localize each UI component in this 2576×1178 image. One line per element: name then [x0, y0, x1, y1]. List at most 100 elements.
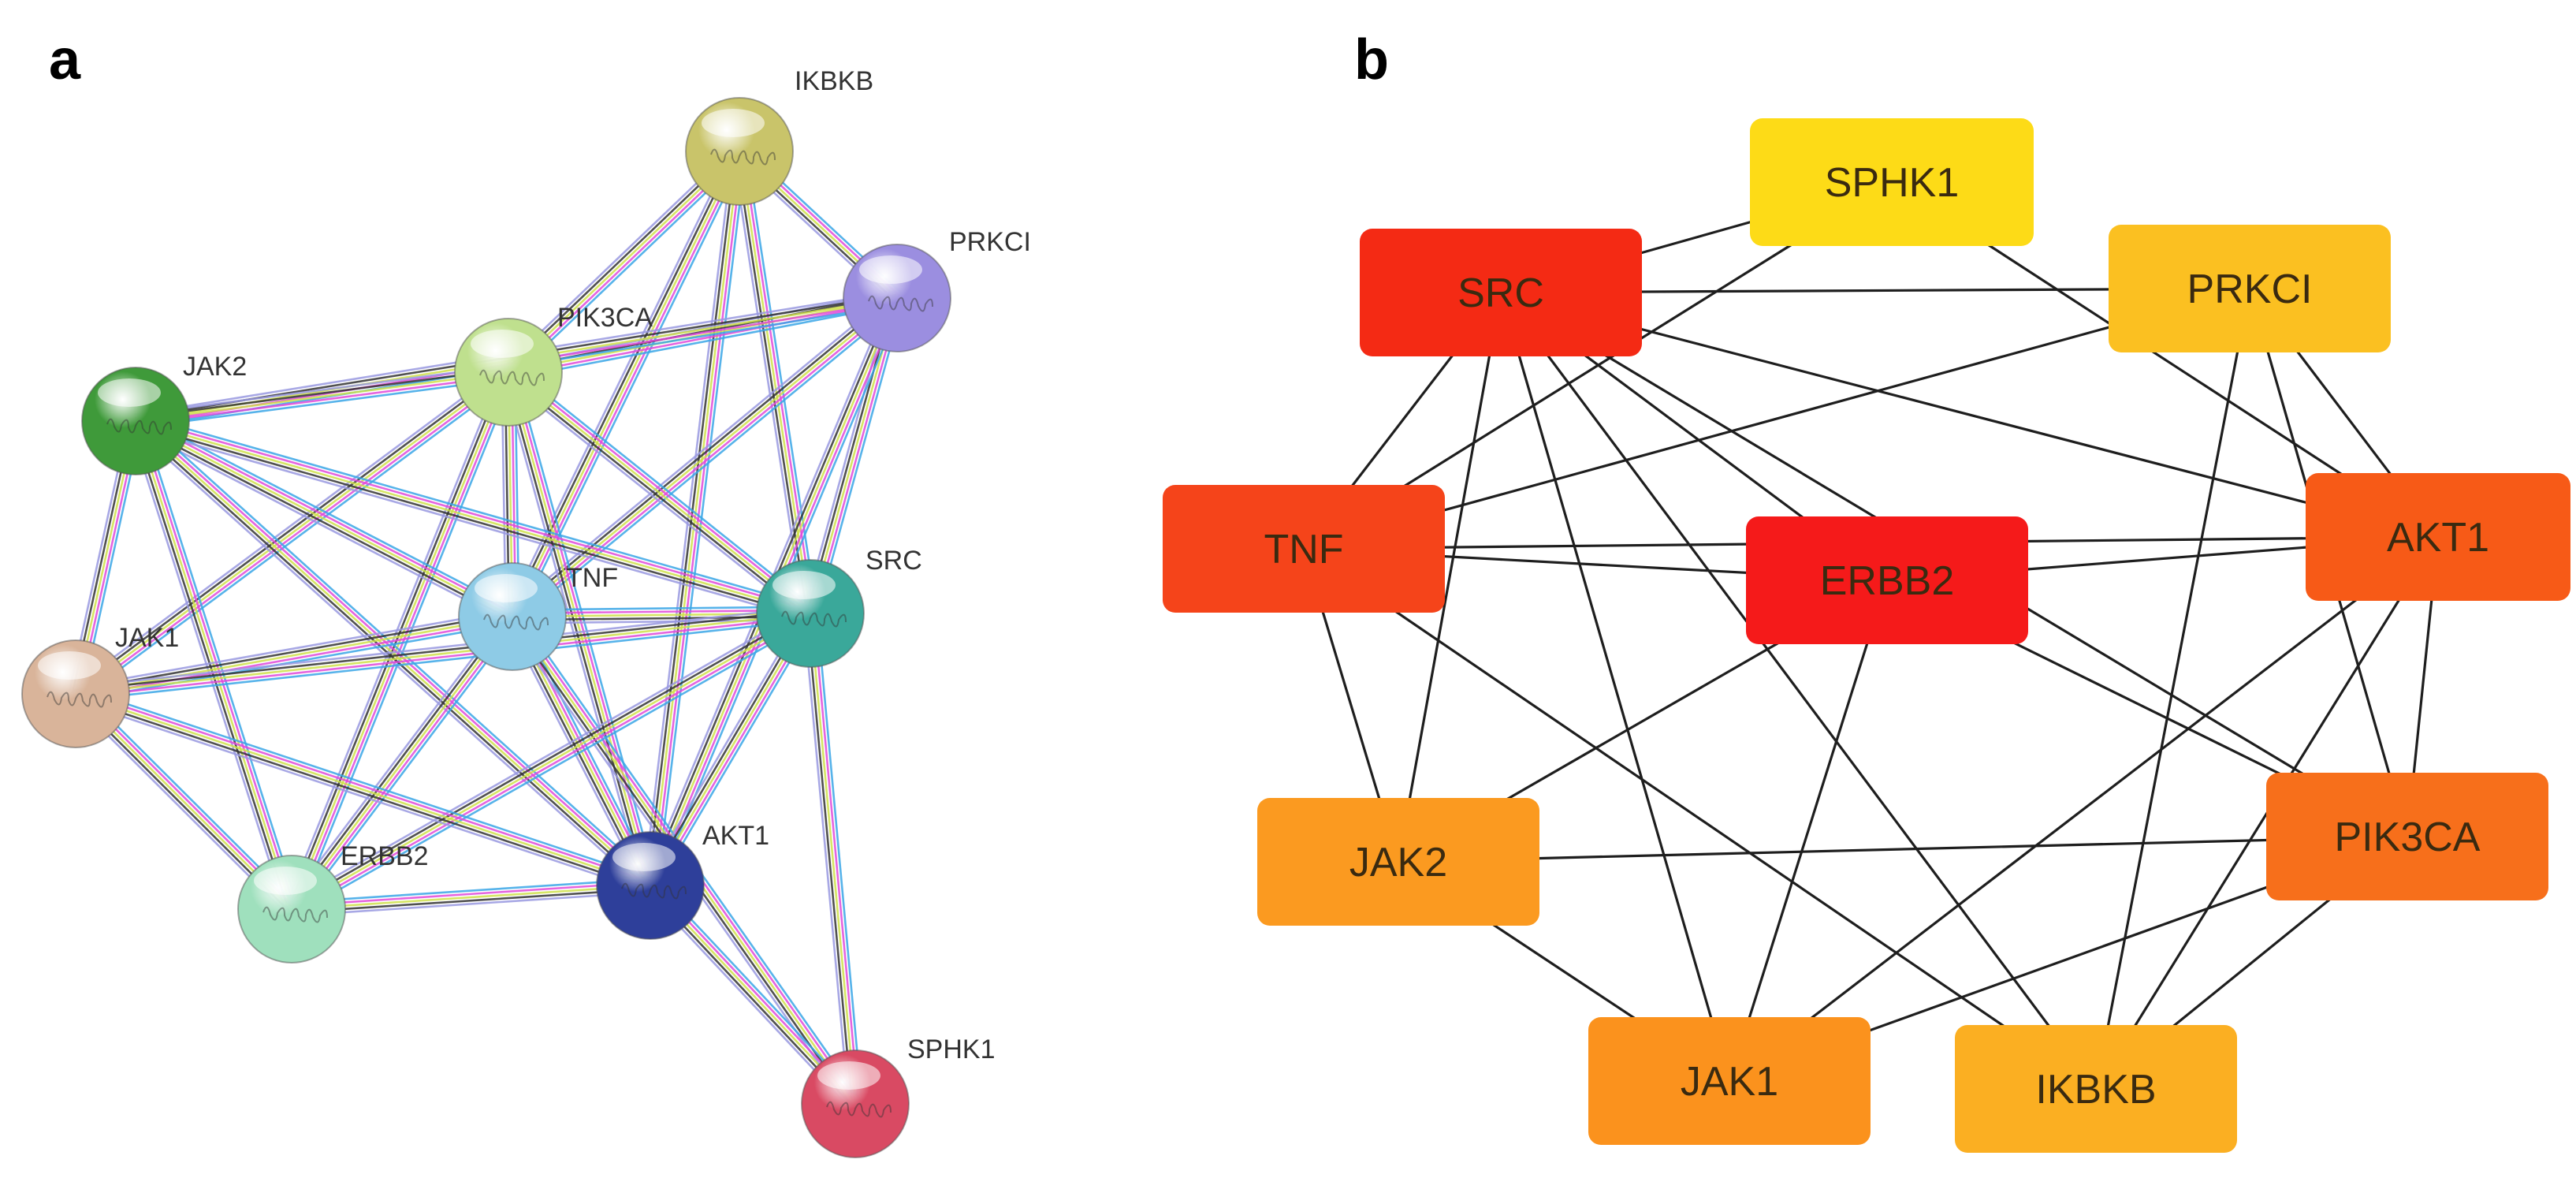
- edge-erbb2-akt1: [291, 878, 651, 917]
- edge-strand: [816, 613, 863, 1104]
- edge-jak2-src: [133, 413, 813, 621]
- edge-prkci-tnf: [507, 292, 903, 623]
- edge-strand: [135, 419, 513, 618]
- edge-strand: [509, 368, 813, 612]
- node-box-jak2[interactable]: JAK2: [1257, 798, 1539, 926]
- edge-src-jak1: [1499, 292, 1731, 1082]
- edge-strand: [75, 692, 651, 887]
- edge-jak1-akt1: [73, 686, 653, 893]
- edge-strand: [285, 612, 508, 906]
- node-tnf[interactable]: TNF: [458, 562, 618, 671]
- node-box-ikbkb[interactable]: IKBKB: [1955, 1025, 2237, 1153]
- node-label: JAK1: [115, 623, 179, 653]
- panel-b-letter: b: [1354, 28, 1389, 91]
- edge-ikbkb-akt1: [642, 150, 747, 887]
- edge-jak2-tnf: [132, 414, 516, 624]
- node-akt1[interactable]: AKT1: [596, 821, 769, 940]
- edge-strand: [76, 618, 513, 699]
- edge-pik3ca-src: [503, 366, 816, 620]
- node-label: PIK3CA: [2335, 815, 2481, 860]
- edge-strand: [503, 376, 807, 620]
- node-box-tnf[interactable]: TNF: [1163, 485, 1445, 613]
- edge-strand: [292, 887, 651, 914]
- node-box-prkci[interactable]: PRKCI: [2109, 225, 2391, 352]
- edge-strand: [136, 417, 653, 884]
- edge-strand: [288, 613, 511, 908]
- edge-strand: [512, 366, 816, 610]
- edge-strand: [507, 371, 652, 886]
- node-rect: [1746, 516, 2028, 644]
- node-structure: [483, 613, 549, 631]
- node-label: PRKCI: [2187, 267, 2313, 312]
- edge-strand: [77, 686, 653, 881]
- node-label: JAK2: [183, 352, 247, 382]
- edge-strand: [501, 373, 646, 888]
- node-structure: [47, 691, 112, 708]
- edge-strand: [294, 618, 814, 916]
- edge-strand: [815, 299, 905, 616]
- edge-strand: [74, 609, 512, 689]
- node-sphk1[interactable]: SPHK1: [801, 1034, 996, 1158]
- node-label: SRC: [1457, 270, 1544, 316]
- node-highlight: [475, 574, 538, 602]
- edge-strand: [71, 366, 505, 690]
- node-highlight: [702, 109, 765, 137]
- node-label: AKT1: [2387, 515, 2489, 561]
- node-structure: [621, 882, 687, 900]
- edge-strand: [73, 368, 508, 692]
- edge-prkci-ikbkb: [2094, 288, 2251, 1090]
- edge-strand: [136, 378, 510, 429]
- edge-strand: [79, 376, 513, 700]
- node-label: IKBKB: [2035, 1067, 2156, 1113]
- edge-strand: [139, 415, 656, 882]
- node-highlight: [98, 378, 161, 407]
- node-erbb2[interactable]: ERBB2: [237, 841, 429, 964]
- node-prkci[interactable]: PRKCI: [843, 227, 1031, 352]
- edge-strand: [135, 371, 509, 423]
- node-box-jak1[interactable]: JAK1: [1588, 1017, 1871, 1145]
- edge-strand: [74, 606, 810, 688]
- edge-strand: [76, 615, 811, 699]
- node-box-sphk1[interactable]: SPHK1: [1750, 118, 2034, 246]
- edge-strand: [291, 612, 811, 911]
- edge-strand: [296, 620, 519, 914]
- edge-tnf-jak1: [74, 609, 514, 702]
- node-highlight: [817, 1061, 880, 1090]
- edge-strand: [135, 367, 508, 419]
- node-rect: [2306, 473, 2570, 601]
- edge-strand: [510, 371, 655, 885]
- node-label: PIK3CA: [557, 303, 653, 333]
- node-highlight: [38, 651, 101, 680]
- node-rect: [1257, 798, 1539, 926]
- node-label: PRKCI: [949, 227, 1031, 257]
- edge-strand: [508, 371, 811, 615]
- node-src[interactable]: SRC: [756, 546, 922, 668]
- edge-strand: [507, 292, 894, 613]
- edge-strand: [136, 417, 515, 615]
- node-box-pik3ca[interactable]: PIK3CA: [2266, 773, 2548, 900]
- edge-src-jak1: [74, 606, 812, 702]
- edge-strand: [505, 147, 735, 614]
- node-box-akt1[interactable]: AKT1: [2306, 473, 2570, 601]
- node-ikbkb[interactable]: IKBKB: [685, 66, 873, 206]
- node-box-erbb2[interactable]: ERBB2: [1746, 516, 2028, 644]
- edge-akt1-jak1: [1729, 535, 2439, 1083]
- node-jak2[interactable]: JAK2: [81, 352, 247, 475]
- edge-strand: [134, 364, 508, 416]
- node-rect: [1750, 118, 2034, 246]
- edge-strand: [508, 300, 899, 377]
- node-label: JAK2: [1349, 840, 1447, 885]
- edge-src-jak2: [1397, 292, 1502, 863]
- node-rect: [2266, 773, 2548, 900]
- node-label: SPHK1: [907, 1034, 996, 1064]
- node-jak1[interactable]: JAK1: [21, 623, 179, 748]
- node-highlight: [254, 867, 317, 895]
- node-box-src[interactable]: SRC: [1360, 229, 1642, 356]
- node-rect: [2109, 225, 2391, 352]
- edge-pik3ca-akt1: [501, 370, 658, 888]
- edge-strand: [137, 419, 296, 909]
- node-pik3ca[interactable]: PIK3CA: [454, 303, 653, 427]
- edge-tnf-erbb2: [285, 612, 519, 914]
